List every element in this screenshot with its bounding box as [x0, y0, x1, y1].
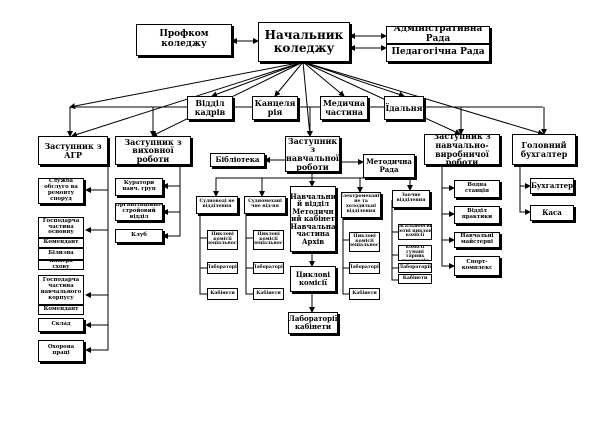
study-center-box: Навчальни й відділ Методичн ий кабінет Н… [290, 186, 336, 252]
dept-electro-cabs: Кабінети [349, 288, 380, 300]
dept-mechanical-box: Судномехані чне від-ня [244, 196, 286, 214]
dept-mechanical-labs: Лабораторії [253, 262, 284, 274]
dept-electro-labs: Лабораторії [349, 262, 380, 274]
labs-cabinets-box: Лабораторії кабінети [288, 312, 338, 334]
agr-item-commandant-2: Комендант [38, 305, 84, 315]
prod-item-practice-dept: Відділ практики [454, 206, 500, 224]
office-box: Канцеля рія [252, 96, 298, 120]
agr-item-storage-room: Камера схову [38, 260, 84, 270]
dept-navigation-labs: Лабораторії [207, 262, 238, 274]
extramural-box: Заочне відділення [392, 190, 430, 208]
chief-accountant-box: Головний бухгалтер [512, 134, 576, 165]
union-box: Профком коледжу [136, 24, 232, 56]
deputy-educ-box: Заступник з виховної роботи [115, 136, 191, 165]
prod-item-sport: Спорт-комплекс [454, 256, 500, 276]
agr-item-warehouse: Склад [38, 318, 84, 332]
cycle-commissions-box: Циклові комісії [290, 266, 336, 292]
method-council-box: Методична Рада [363, 154, 415, 178]
extramural-cabs: Кабінети [398, 274, 432, 284]
prod-item-workshops: Навчальні майстерні [454, 232, 500, 248]
ped-council-box: Педагогічна Рада [386, 44, 490, 62]
dept-navigation-cabs: Кабінети [207, 288, 238, 300]
dept-navigation-cycle: Циклові комісії спеціальності [207, 230, 238, 250]
agr-item-household-main: Господарча частина основну [38, 217, 84, 238]
agr-item-household-edu: Господарча частина навчального корпусу [38, 275, 84, 305]
dept-electro-cycle: Циклові комісії спеціальності [349, 232, 380, 252]
staff-dept-box: Відділ кадрів [187, 96, 233, 120]
extramural-cycle: Циклові комісії гумані тарних дисциплін [398, 245, 432, 261]
deputy-study-box: Заступник з навчальної роботи [285, 136, 340, 172]
dept-mechanical-cabs: Кабінети [253, 288, 284, 300]
extramural-labs: Лабораторії [398, 263, 432, 273]
extramural-general: Загальноосвіт чотні циклові комісії [398, 224, 432, 240]
agr-item-safety: Охорона праці [38, 340, 84, 362]
dept-navigation-box: Судноводі не відділення [196, 196, 238, 214]
dept-electro-box: Електромеханіч не та холодильні відділен… [341, 192, 381, 218]
prod-item-water-station: Водна станція [454, 180, 500, 198]
dept-mechanical-cycle: Циклові комісії спеціальності [253, 230, 284, 250]
agr-item-linen: Білизна [38, 248, 84, 260]
library-box: Бібліотека [210, 153, 265, 167]
educ-item-club: Клуб [115, 229, 163, 243]
deputy-agr-box: Заступник з АГР [38, 136, 108, 165]
admin-council-box: Адміністративна Рада [386, 26, 490, 44]
canteen-box: Їдальня [384, 96, 424, 120]
agr-item-commandant-1: Комендант [38, 238, 84, 248]
medical-box: Медична частина [320, 96, 368, 120]
accountant-box: Бухгалтер [530, 178, 574, 194]
educ-item-curators: Куратори навч. груп [115, 178, 163, 196]
cash-desk-box: Каса [530, 205, 574, 221]
agr-item-repair: Служба обслуго ва ремонту споруд [38, 178, 84, 204]
educ-item-org-dept: Організаційно-стройовий відділ [115, 203, 163, 221]
deputy-prod-box: Заступник з навчально-виробничої роботи [424, 134, 500, 165]
head-box: Начальник коледжу [258, 22, 350, 62]
